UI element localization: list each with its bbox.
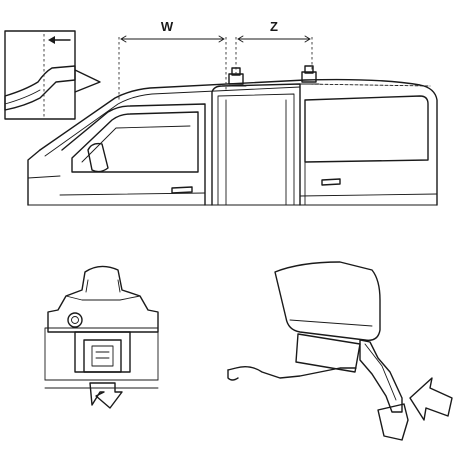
arrow-left-icon: [48, 36, 71, 44]
foot-clamp-detail: [44, 265, 159, 409]
arrow-left-outline-icon: [409, 377, 453, 421]
door-bracket: [359, 339, 403, 413]
dimension-w-label: W: [161, 19, 174, 34]
clamp-pad: [295, 333, 361, 373]
roof-foot-front: [225, 67, 247, 87]
front-door-handle: [171, 186, 193, 194]
foot-housing: [47, 265, 159, 333]
arrow-down-right-icon: [89, 382, 123, 409]
clamp-block: [74, 331, 131, 373]
clamp-door-detail: [227, 261, 453, 441]
mirror: [87, 142, 109, 173]
dimension-z-label: Z: [270, 19, 278, 34]
rear-door-handle: [321, 178, 341, 186]
bracket-hook: [377, 403, 409, 441]
van-side-view: [27, 65, 438, 206]
dimension-lines: W Z: [118, 19, 313, 100]
door-opening: [211, 83, 301, 206]
lock-cylinder: [67, 312, 83, 328]
rear-side-window: [304, 95, 429, 163]
foot-underside: [274, 261, 381, 341]
detail-inset: [4, 30, 101, 120]
front-window: [71, 111, 199, 173]
roof-foot-rear: [298, 65, 320, 85]
roof-gutter-section: [4, 65, 76, 111]
front-door-frame: [61, 103, 206, 206]
